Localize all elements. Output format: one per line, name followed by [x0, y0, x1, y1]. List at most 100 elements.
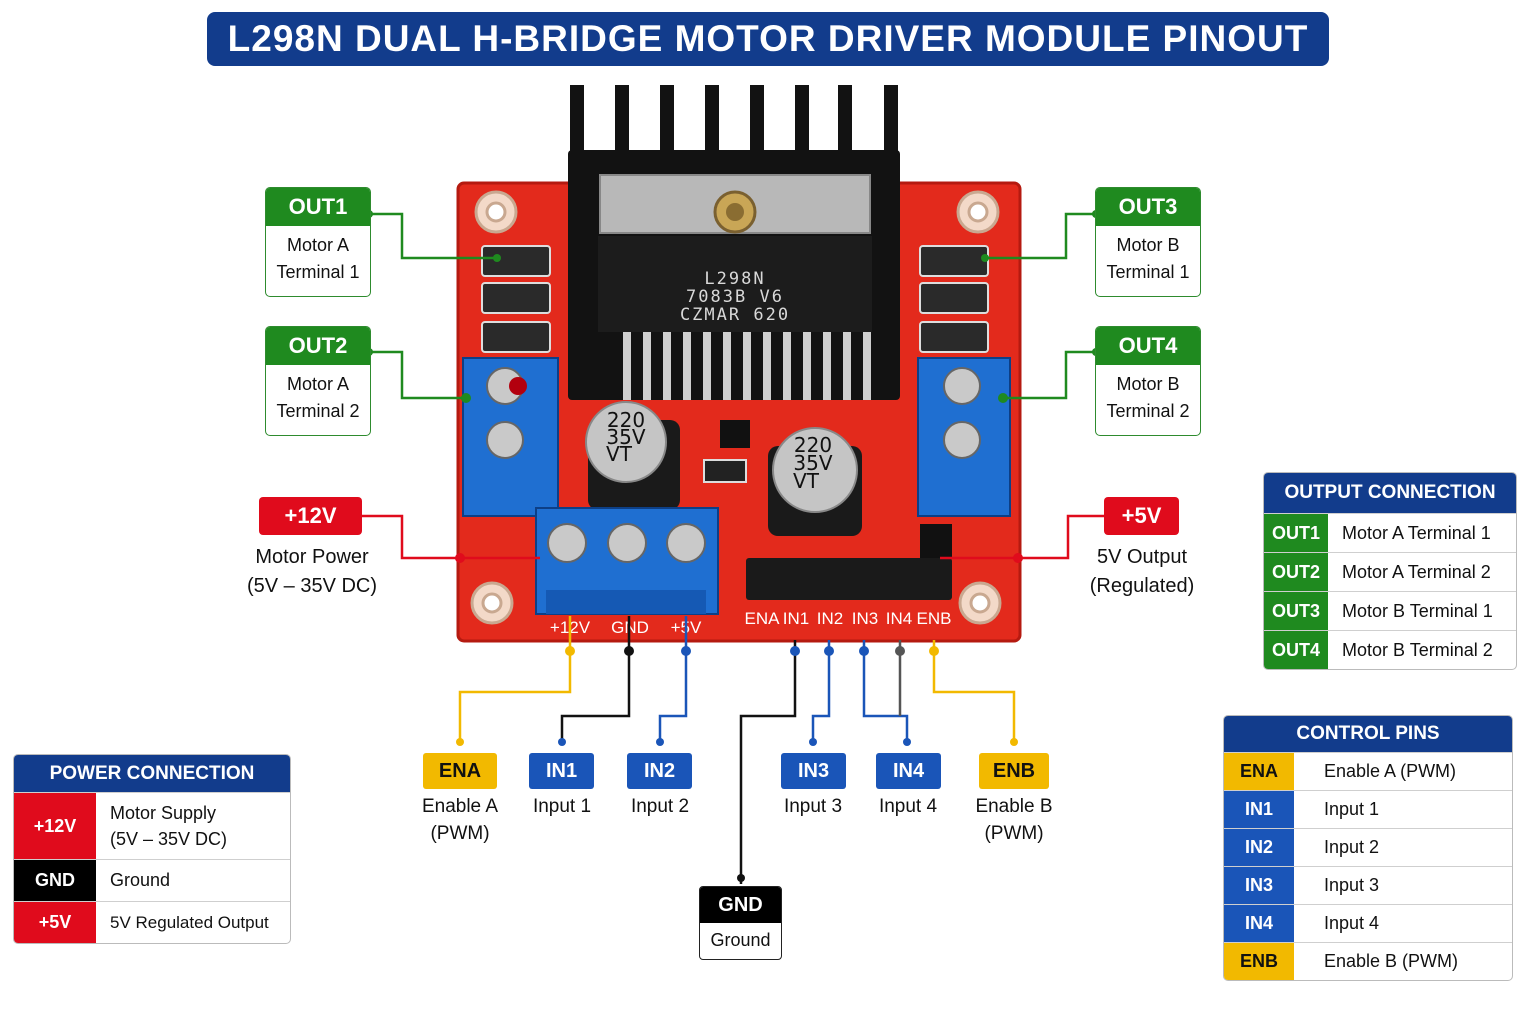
chip-marking-2: 7083B V6 [686, 287, 784, 307]
page-title: L298N DUAL H-BRIDGE MOTOR DRIVER MODULE … [207, 12, 1329, 66]
callout-out3: OUT3 Motor B Terminal 1 [1095, 187, 1201, 297]
callout-out4: OUT4 Motor B Terminal 2 [1095, 326, 1201, 436]
capacitor-right: 220 35V VT [768, 427, 862, 536]
control-row-value: Enable A (PWM) [1324, 761, 1457, 781]
pin-in3-label: IN3 [781, 753, 846, 789]
output-row-value: Motor B Terminal 2 [1342, 639, 1493, 660]
pin-enb-line2: (PWM) [984, 823, 1044, 844]
callout-out2-label: OUT2 [266, 327, 370, 365]
callout-out1-line2: Terminal 1 [276, 262, 360, 282]
pin-in1-caption: Input 1 [532, 796, 592, 817]
output-row-key: OUT4 [1264, 631, 1328, 669]
silk-in3: IN3 [852, 609, 878, 628]
table-row: ENB Enable B (PWM) [1224, 942, 1512, 980]
callout-12v-caption: Motor Power (5V – 35V DC) [232, 543, 392, 601]
callout-out2-line2: Terminal 2 [276, 401, 360, 421]
pin-enb-line1: Enable B [975, 796, 1053, 817]
cap-right-text-2: 35V [793, 451, 832, 475]
cap-left-text-3: VT [606, 442, 633, 466]
callout-out4-line1: Motor B [1116, 374, 1180, 394]
cap-left-text-1: 220 [607, 408, 645, 432]
pin-ena-line1: Enable A [421, 796, 499, 817]
pin-gnd-label: GND [700, 887, 781, 923]
callout-5v-label: +5V [1104, 497, 1179, 535]
callout-out1-label: OUT1 [266, 188, 370, 226]
callout-out1-line1: Motor A [286, 235, 350, 255]
power-row-key: +12V [14, 793, 96, 859]
table-row: IN1 Input 1 [1224, 790, 1512, 828]
table-row: +5V 5V Regulated Output [14, 901, 290, 943]
header-pins [746, 524, 952, 600]
callout-5v-line2: (Regulated) [1089, 575, 1195, 597]
table-row: OUT3 Motor B Terminal 1 [1264, 591, 1516, 630]
control-row-value: Input 3 [1324, 875, 1380, 895]
wires [362, 212, 1104, 884]
control-row-key: IN3 [1224, 867, 1294, 904]
power-row-value: Ground [110, 870, 171, 890]
pin-ena-line2: (PWM) [430, 823, 490, 844]
control-row-value: Input 1 [1324, 799, 1380, 819]
output-row-value: Motor A Terminal 2 [1342, 561, 1491, 582]
table-row: OUT1 Motor A Terminal 1 [1264, 513, 1516, 552]
output-row-key: OUT3 [1264, 592, 1328, 630]
power-row-line1: Motor Supply [110, 803, 217, 823]
power-row-key: +5V [14, 902, 96, 943]
output-row-key: OUT1 [1264, 514, 1328, 552]
power-table-title: POWER CONNECTION [14, 755, 290, 792]
callout-out4-line2: Terminal 2 [1106, 401, 1190, 421]
callout-12v-label: +12V [259, 497, 362, 535]
control-row-value: Input 2 [1324, 837, 1380, 857]
power-row-value: Motor Supply (5V – 35V DC) [96, 793, 227, 859]
control-table-title: CONTROL PINS [1224, 716, 1512, 752]
table-row: GND Ground [14, 859, 290, 901]
callout-5v-line1: 5V Output [1096, 546, 1188, 568]
terminal-block-motor-b [917, 357, 1011, 517]
cap-left-text-2: 35V [606, 425, 645, 449]
callout-out3-line1: Motor B [1116, 235, 1180, 255]
silk-in1: IN1 [783, 609, 809, 628]
pin-in2-caption: Input 2 [630, 796, 690, 817]
pin-in3-caption: Input 3 [783, 796, 843, 817]
table-row: IN2 Input 2 [1224, 828, 1512, 866]
control-pins-table: CONTROL PINS ENA Enable A (PWM) IN1 Inpu… [1223, 715, 1513, 981]
pin-ena-label: ENA [423, 753, 497, 789]
callout-5v-caption: 5V Output (Regulated) [1072, 543, 1212, 601]
power-row-value: 5V Regulated Output [110, 912, 269, 932]
output-connection-table: OUTPUT CONNECTION OUT1 Motor A Terminal … [1263, 472, 1517, 670]
control-row-key: IN2 [1224, 829, 1294, 866]
terminal-block-power [535, 507, 719, 615]
callout-out3-label: OUT3 [1096, 188, 1200, 226]
table-row: IN4 Input 4 [1224, 904, 1512, 942]
callout-12v-line1: Motor Power [255, 546, 369, 568]
silk-in2: IN2 [817, 609, 843, 628]
callout-out3-line2: Terminal 1 [1106, 262, 1190, 282]
table-row: ENA Enable A (PWM) [1224, 752, 1512, 790]
power-row-key: GND [14, 860, 96, 901]
power-connection-table: POWER CONNECTION +12V Motor Supply (5V –… [13, 754, 291, 944]
terminal-block-motor-a [462, 357, 559, 517]
silk-in4: IN4 [886, 609, 912, 628]
control-row-value: Enable B (PWM) [1324, 951, 1459, 971]
pin-gnd-box: GND Ground [699, 886, 782, 960]
cap-right-text-1: 220 [794, 433, 832, 457]
pin-gnd-caption: Ground [710, 930, 771, 950]
control-row-key: IN4 [1224, 905, 1294, 942]
silk-ena: ENA [745, 609, 781, 628]
callout-out2: OUT2 Motor A Terminal 2 [265, 326, 371, 436]
callout-out1: OUT1 Motor A Terminal 1 [265, 187, 371, 297]
table-row: OUT4 Motor B Terminal 2 [1264, 630, 1516, 669]
control-row-key: IN1 [1224, 791, 1294, 828]
diodes-right [919, 245, 989, 353]
output-row-key: OUT2 [1264, 553, 1328, 591]
control-row-key: ENA [1224, 753, 1294, 790]
mounting-holes [470, 190, 1002, 625]
silk-enb: ENB [917, 609, 952, 628]
chip-marking-1: L298N [704, 269, 765, 289]
callout-out2-line1: Motor A [286, 374, 350, 394]
pin-ena-caption: Enable A (PWM) [405, 793, 515, 847]
table-row: OUT2 Motor A Terminal 2 [1264, 552, 1516, 591]
table-row: IN3 Input 3 [1224, 866, 1512, 904]
callout-out4-label: OUT4 [1096, 327, 1200, 365]
output-table-title: OUTPUT CONNECTION [1264, 473, 1516, 513]
